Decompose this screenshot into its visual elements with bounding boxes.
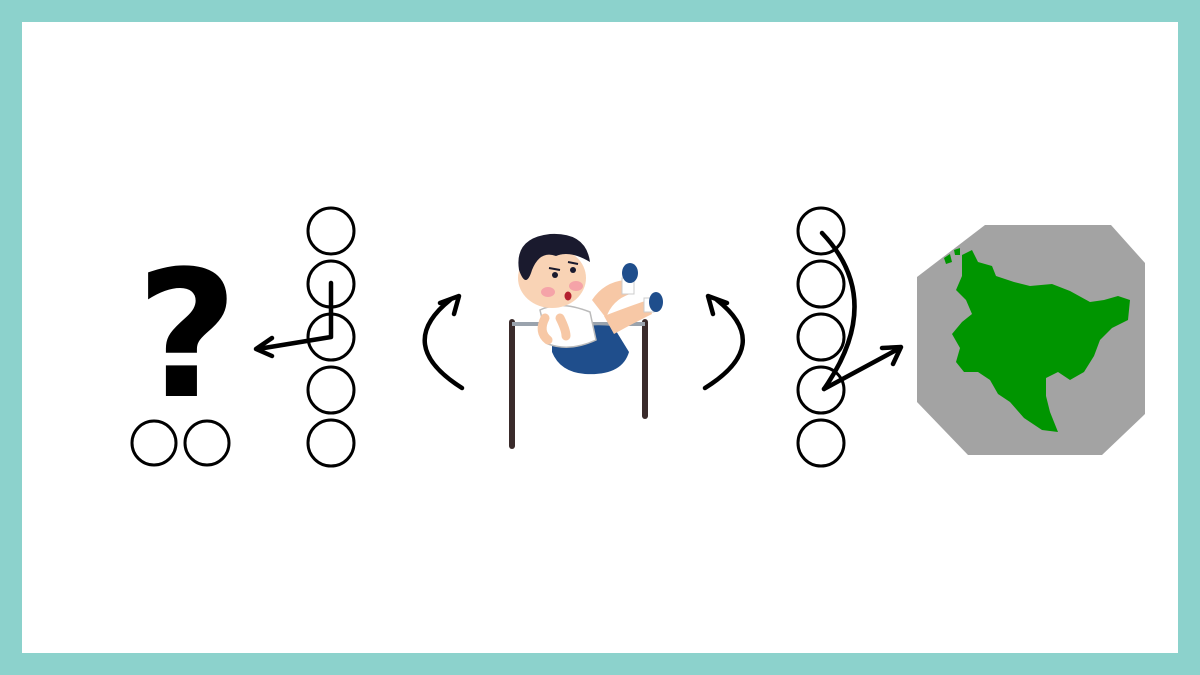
right-circle-1 [796, 206, 846, 256]
question-mark-icon: ? [136, 233, 239, 438]
rotate-counterclockwise-arrow-icon [422, 293, 465, 391]
right-circle-2 [796, 259, 846, 309]
saga-prefecture-map [917, 225, 1145, 455]
right-circle-3 [796, 312, 846, 362]
answer-slots [130, 419, 231, 467]
right-circle-5 [796, 418, 846, 468]
horizontal-bar-backflip-illustration [509, 233, 663, 449]
right-kanji-strokes [819, 230, 904, 392]
rotate-clockwise-arrow-icon [702, 293, 745, 391]
answer-slot-1 [130, 419, 178, 467]
left-circle-1 [306, 206, 356, 256]
left-kanji-strokes [253, 280, 334, 359]
right-circle-4 [796, 365, 846, 415]
left-circle-5 [306, 418, 356, 468]
left-circle-4 [306, 365, 356, 415]
answer-slot-2 [183, 419, 231, 467]
right-circle-column [796, 206, 846, 468]
